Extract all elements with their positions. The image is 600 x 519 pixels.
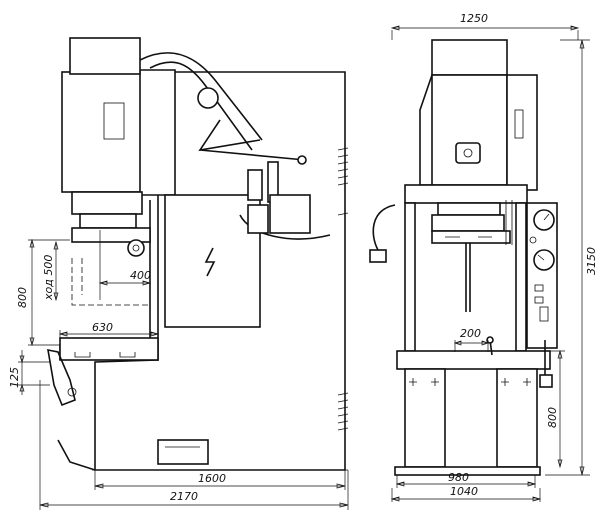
dim-line-throat-height [28,239,70,346]
pendant-control [369,249,387,263]
dim-line-overall-length [39,380,349,510]
dim-line-column-height [540,350,565,467]
front-upper-tool [431,230,511,244]
pendant-cable [372,204,396,251]
front-worktable [396,350,551,370]
dim-line-base-length [94,470,346,490]
dim-throat-height: 800 [16,287,29,308]
front-view: 1250 3150 800 200 980 1040 [369,12,598,502]
front-piston-rod [465,243,471,312]
upper-tool-plate [71,227,151,243]
front-leg-right [496,368,538,468]
dim-overall-length: 2170 [170,490,198,503]
front-column-left [404,202,416,352]
front-motor-cap [431,39,508,76]
cutaway-curve [239,214,331,240]
front-panel-switch [539,306,549,322]
pressure-gauge-side [197,87,219,109]
electrical-cabinet [164,194,261,328]
front-side-panel [506,74,538,191]
dim-line-base-depth [396,475,536,488]
front-base-plate [394,466,541,476]
front-emblem [455,142,481,164]
front-leg-left [404,368,446,468]
spindle-housing [71,191,143,215]
front-ram [437,202,501,216]
frame-ribs-lower [337,392,349,431]
dim-base-depth: 980 [448,471,469,484]
motor-cap [69,37,141,75]
side-view: 2170 1600 630 400 800 ход 500 125 [8,37,349,510]
front-column-right [515,202,527,352]
dim-table-depth: 200 [460,327,481,340]
nameplate [103,102,125,140]
dim-line-overall-depth [391,488,541,502]
lightning-symbol [204,247,216,277]
front-motor-body [431,74,508,186]
dim-line-top-width [391,27,579,40]
dim-overall-depth: 1040 [450,485,478,498]
dim-base-length: 1600 [198,472,226,485]
base-inspection-cover [157,439,209,465]
dim-column-height: 800 [546,407,559,428]
frame-ribs-upper [337,147,349,216]
motor-head [61,71,141,193]
worktable [59,337,159,361]
dim-slot-offset: 125 [8,367,21,388]
dim-line-table-depth [454,340,489,352]
dim-line-height-total [545,39,590,476]
dim-line-slot-offset [18,350,50,395]
handwheel [127,239,145,257]
dim-reach: 400 [130,269,151,282]
dim-top-width: 1250 [460,12,488,25]
front-upper-frame [404,184,528,204]
dim-table-width: 630 [92,321,113,334]
foot-pedal [47,348,76,407]
dim-line-table-width [59,330,159,340]
control-valve-block [269,194,311,234]
dim-height-total: 3150 [585,247,598,275]
dim-stroke: ход 500 [42,255,55,301]
